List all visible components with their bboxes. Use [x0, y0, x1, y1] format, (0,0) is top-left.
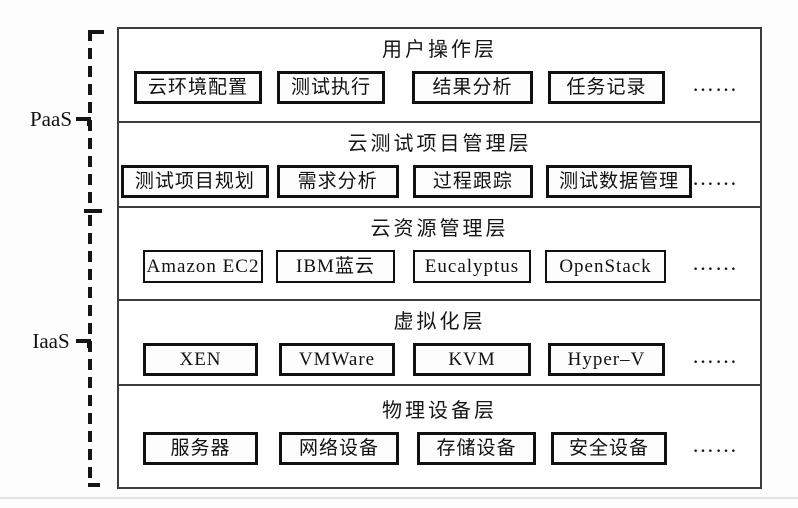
- iaas-label: IaaS: [32, 329, 70, 353]
- layer-title: 用户操作层: [382, 39, 497, 61]
- node-cloud-env-config: 云环境配置: [134, 71, 262, 104]
- iaas-bracket-cusp: [76, 339, 91, 348]
- node-security-device: 安全设备: [551, 432, 667, 465]
- iaas-bracket-line: [88, 215, 92, 486]
- iaas-bracket-bottom-tick: [88, 483, 100, 487]
- node-test-data-management: 测试数据管理: [546, 165, 693, 198]
- node-vmware: VMWare: [279, 343, 395, 376]
- layer-boxes-row: 云环境配置 测试执行 结果分析 任务记录 ……: [119, 71, 760, 104]
- node-server: 服务器: [143, 432, 258, 465]
- node-ibm-blue-cloud: IBM蓝云: [276, 250, 395, 283]
- layer-boxes-row: Amazon EC2 IBM蓝云 Eucalyptus OpenStack ……: [119, 250, 760, 283]
- node-network-device: 网络设备: [279, 432, 399, 465]
- node-result-analysis: 结果分析: [412, 71, 533, 104]
- ellipsis: ……: [692, 70, 738, 96]
- node-eucalyptus: Eucalyptus: [413, 250, 531, 283]
- ellipsis: ……: [692, 431, 738, 457]
- node-kvm: KVM: [413, 343, 531, 376]
- node-hyper-v: Hyper–V: [548, 343, 665, 376]
- layer-title: 云资源管理层: [370, 218, 509, 240]
- node-storage-device: 存储设备: [417, 432, 536, 465]
- layer-boxes-row: 服务器 网络设备 存储设备 安全设备 ……: [119, 432, 760, 465]
- paas-bracket-cusp: [76, 117, 91, 126]
- figure-bottom-rule: [0, 497, 798, 499]
- layer-boxes-row: 测试项目规划 需求分析 过程跟踪 测试数据管理 ……: [119, 165, 760, 198]
- node-requirement-analysis: 需求分析: [276, 165, 399, 198]
- node-xen: XEN: [143, 343, 258, 376]
- layer-test-project-management: 云测试项目管理层 测试项目规划 需求分析 过程跟踪 测试数据管理 ……: [119, 121, 760, 206]
- node-openstack: OpenStack: [545, 250, 666, 283]
- layer-stack: 用户操作层 云环境配置 测试执行 结果分析 任务记录 …… 云测试项目管理层 测…: [117, 27, 762, 489]
- layer-cloud-resource-management: 云资源管理层 Amazon EC2 IBM蓝云 Eucalyptus OpenS…: [119, 206, 760, 299]
- ellipsis: ……: [692, 342, 738, 368]
- ellipsis: ……: [692, 164, 739, 190]
- layer-title: 虚拟化层: [393, 311, 486, 333]
- node-test-project-planning: 测试项目规划: [121, 165, 269, 198]
- bracket-junction-tick: [84, 209, 102, 213]
- layer-user-operation: 用户操作层 云环境配置 测试执行 结果分析 任务记录 ……: [119, 29, 760, 121]
- paas-label: PaaS: [30, 107, 72, 131]
- node-test-execution: 测试执行: [277, 71, 385, 104]
- node-process-tracking: 过程跟踪: [412, 165, 534, 198]
- node-amazon-ec2: Amazon EC2: [143, 250, 263, 283]
- node-task-record: 任务记录: [548, 71, 665, 104]
- layer-title: 物理设备层: [382, 400, 497, 422]
- layer-boxes-row: XEN VMWare KVM Hyper–V ……: [119, 343, 760, 376]
- layer-virtualization: 虚拟化层 XEN VMWare KVM Hyper–V ……: [119, 299, 760, 384]
- ellipsis: ……: [692, 249, 738, 275]
- layer-title: 云测试项目管理层: [347, 133, 532, 155]
- layer-physical-devices: 物理设备层 服务器 网络设备 存储设备 安全设备 ……: [119, 384, 760, 487]
- paas-bracket-top-tick: [88, 30, 104, 34]
